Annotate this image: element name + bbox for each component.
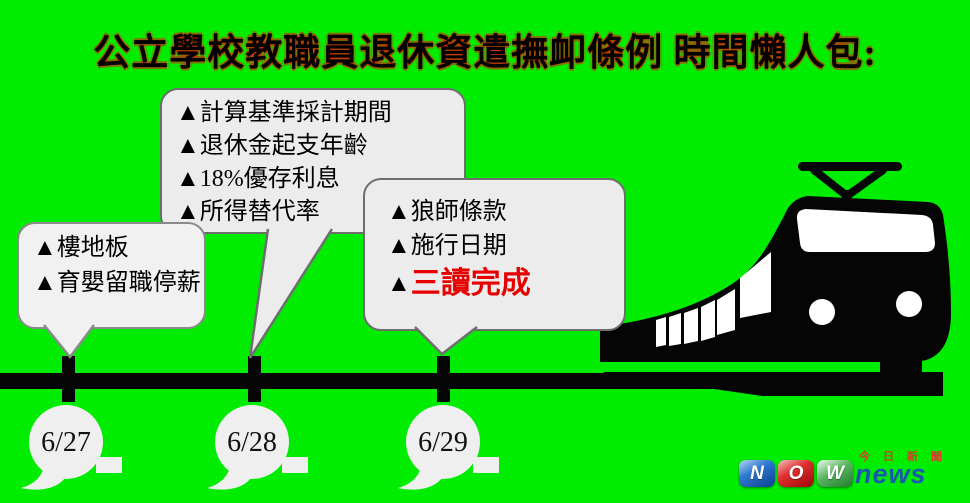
- callout-line: ▲施行日期: [387, 233, 507, 259]
- train-icon: [600, 162, 951, 396]
- callout-line: ▲退休金起支年齡: [176, 133, 368, 159]
- pantograph-bar: [798, 162, 902, 171]
- callout-bubble-629: ▲狼師條款 ▲施行日期 ▲三讀完成: [363, 178, 626, 331]
- callout-line: ▲狼師條款: [387, 199, 507, 225]
- date-label: 6/29: [418, 427, 468, 458]
- train-window: [656, 317, 666, 347]
- train-window: [669, 313, 681, 346]
- logo-tagline: 今日新聞: [859, 451, 955, 463]
- callout-highlight-line: ▲三讀完成: [387, 265, 624, 303]
- date-label: 6/27: [41, 427, 91, 458]
- callout-bubble-627-tail: [43, 324, 95, 360]
- timeline-axis: [0, 373, 778, 389]
- train-track-block: [880, 360, 922, 374]
- logo-tile-o: O: [778, 460, 814, 487]
- third-reading-complete-text: 三讀完成: [410, 267, 531, 300]
- logo-tile-n: N: [739, 460, 775, 487]
- date-bubble-shape: [398, 405, 499, 490]
- callout-line: ▲18%優存利息: [176, 166, 340, 192]
- date-label: 6/28: [227, 427, 277, 458]
- train-headlight-right: [896, 291, 922, 317]
- timeline-tick-628: [248, 356, 261, 402]
- date-callout-627: 6/27: [18, 402, 128, 494]
- callout-line: ▲計算基準採計期間: [176, 100, 392, 126]
- callout-line: ▲樓地板: [33, 235, 129, 261]
- nownews-logo: N O W 今日新聞 news: [735, 451, 965, 498]
- page-title: 公立學校教職員退休資遣撫卹條例 時間懶人包:: [93, 33, 877, 74]
- date-callout-629: 6/29: [395, 402, 505, 494]
- logo-tile-w: W: [817, 460, 853, 487]
- timeline-tick-629: [437, 356, 450, 402]
- date-callout-628: 6/28: [204, 402, 314, 494]
- train-track-base: [604, 372, 943, 396]
- train-headlight-left: [809, 299, 835, 325]
- date-bubble-shape: [21, 405, 122, 490]
- callout-bubble-627: ▲樓地板 ▲育嬰留職停薪: [17, 222, 206, 329]
- train-windshield: [796, 209, 935, 252]
- callout-line: ▲育嬰留職停薪: [33, 270, 201, 296]
- triangle-marker-icon: ▲: [387, 271, 411, 297]
- train-window: [684, 308, 698, 344]
- callout-bubble-628-tail: [248, 228, 334, 359]
- train-window: [740, 252, 771, 318]
- timeline-tick-627: [62, 356, 75, 402]
- callout-line: ▲所得替代率: [176, 199, 320, 225]
- date-bubble-shape: [207, 405, 308, 490]
- logo-news-text: news: [855, 459, 927, 489]
- train-window: [701, 300, 715, 341]
- callout-bubble-628: ▲計算基準採計期間 ▲退休金起支年齡 ▲18%優存利息 ▲所得替代率: [160, 88, 466, 234]
- train-window: [717, 289, 735, 335]
- callout-bubble-629-tail: [414, 326, 478, 356]
